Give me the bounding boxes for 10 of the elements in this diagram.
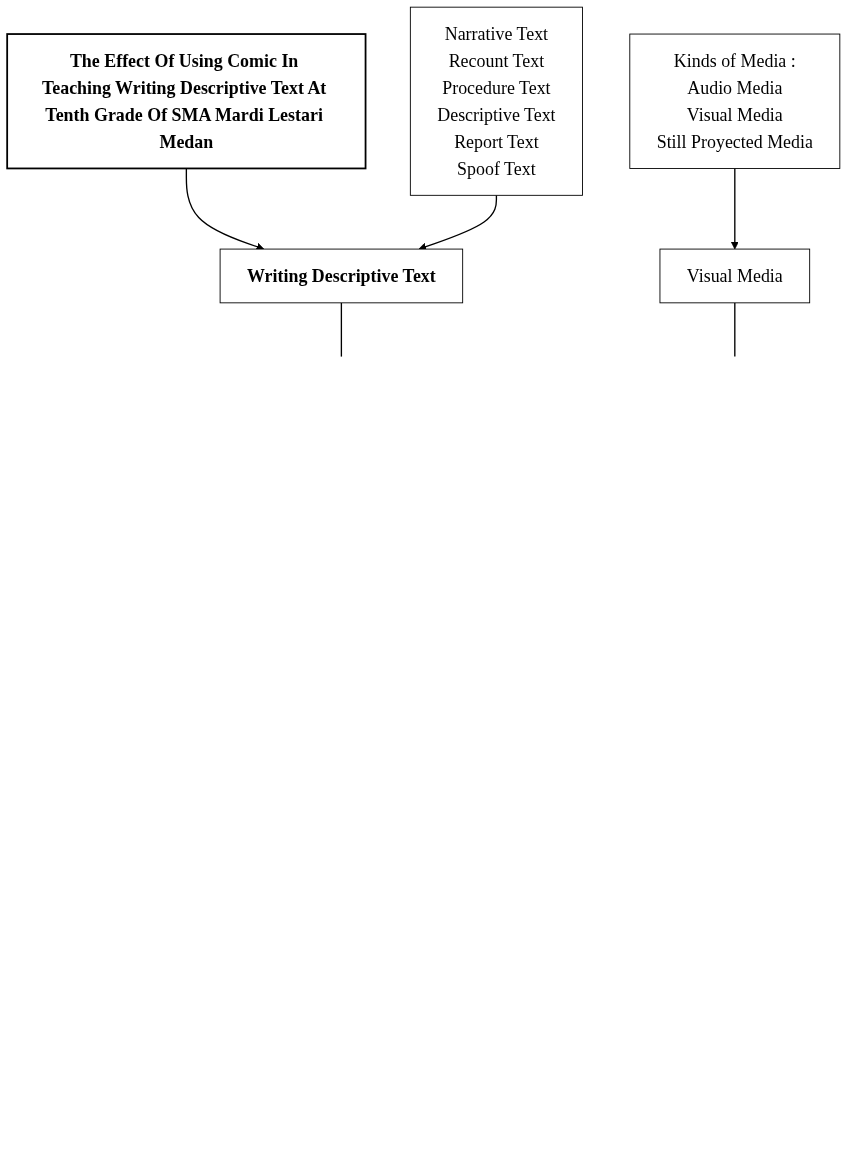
node-box: Writing Descriptive Text (219, 248, 464, 304)
connector (734, 302, 736, 358)
arrow (730, 167, 739, 250)
arrow (185, 167, 265, 251)
node-box: The Effect Of Using Comic In Teaching Writing Descriptive Text At Tenth Grade Of SMA Mardi Lestari Medan (6, 33, 367, 170)
node-box: Narrative Text Recount Text Procedure Text Descriptive Text Report Text Spoof Text (409, 6, 583, 196)
node-box: Kinds of Media : Audio Media Visual Media Still Proyected Media (629, 33, 841, 169)
connector (340, 302, 343, 358)
arrow (418, 194, 498, 251)
node-box: Visual Media (659, 248, 811, 304)
